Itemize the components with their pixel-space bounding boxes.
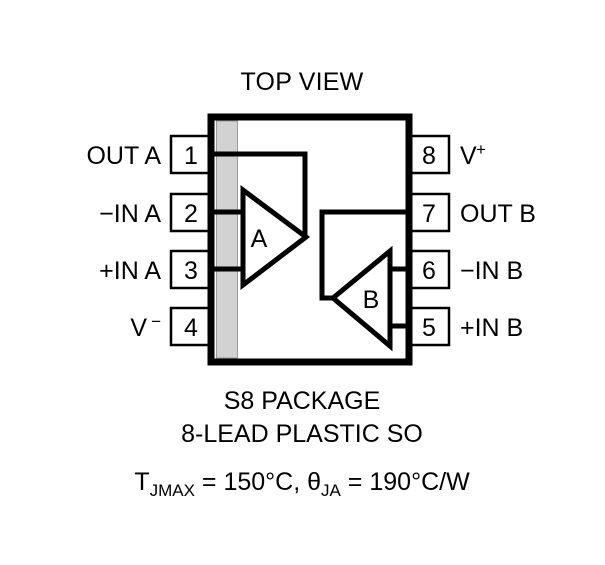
caption-thermal-spec: TJMAX = 150°C, θJA = 190°C/W (134, 468, 470, 500)
pin-label-neg-in-a: −IN A (99, 200, 161, 228)
pin-box-8: 8 (407, 134, 451, 175)
thermal-value-1: 150°C, (223, 468, 300, 496)
pin-box-3: 3 (169, 249, 213, 290)
diagram-title: TOP VIEW (241, 68, 364, 96)
pin-number-8: 8 (422, 142, 436, 170)
pin-label-v-minus: − (151, 312, 161, 331)
amplifier-b: B (329, 245, 393, 352)
pin-number-3: 3 (184, 257, 198, 285)
trace-pin7-to-amp-b-output (319, 209, 409, 301)
amplifier-a-label: A (251, 225, 268, 253)
thermal-sub-jmax: JMAX (150, 481, 195, 500)
pin-label-out-a: OUT A (86, 142, 161, 170)
pin-box-group-left: 1 2 3 4 (169, 134, 213, 347)
thermal-symbol-theta: θ (307, 468, 321, 496)
amplifier-a-traces (211, 151, 308, 272)
pin-number-1: 1 (184, 142, 198, 170)
pin-box-6: 6 (407, 249, 451, 290)
caption-package-name: S8 PACKAGE (224, 387, 381, 415)
pin-box-7: 7 (407, 192, 451, 233)
pin-label-v-plus: + (476, 140, 486, 159)
pin-label-neg-in-b: −IN B (460, 257, 523, 285)
thermal-symbol-tjmax: T (134, 468, 149, 496)
pin-box-8-rect (407, 134, 451, 175)
pin-box-group-right: 8 7 6 5 (407, 134, 451, 347)
caption-package-type: 8-LEAD PLASTIC SO (181, 420, 423, 448)
pin-number-5: 5 (422, 314, 436, 342)
thermal-sub-ja: JA (321, 481, 342, 500)
package-notch-strip (216, 120, 238, 359)
pin-box-4: 4 (169, 306, 213, 347)
pin-number-4: 4 (184, 314, 198, 342)
amplifier-b-label: B (363, 286, 380, 314)
pin-box-2-rect (169, 192, 213, 233)
thermal-value-2: 190°C/W (369, 468, 470, 496)
pin-box-3-rect (169, 249, 213, 290)
thermal-separator (300, 468, 307, 496)
pin-label-v-minus-base: V (130, 314, 147, 342)
amplifier-a: A (240, 185, 311, 291)
pin-label-pos-in-a: +IN A (99, 257, 161, 285)
pin-label-v-plus-base: V (460, 142, 477, 170)
pin-box-1-rect (169, 134, 213, 175)
pin-number-2: 2 (184, 200, 198, 228)
pin-box-5: 5 (407, 306, 451, 347)
pin-box-6-rect (407, 249, 451, 290)
pin-number-6: 6 (422, 257, 436, 285)
pin-label-group-right: V + OUT B −IN B +IN B (460, 140, 536, 342)
thermal-equals-2: = (341, 468, 370, 496)
pin-label-out-b: OUT B (460, 200, 536, 228)
pin-box-2: 2 (169, 192, 213, 233)
amplifier-b-triangle (329, 245, 393, 352)
pin-box-1: 1 (169, 134, 213, 175)
thermal-equals-1: = (195, 468, 224, 496)
pin-number-7: 7 (422, 200, 436, 228)
pin-label-pos-in-b: +IN B (460, 314, 523, 342)
trace-pin1-to-amp-a-output (211, 151, 308, 237)
pin-label-group-left: OUT A −IN A +IN A − V (86, 142, 161, 342)
amplifier-a-triangle (240, 185, 311, 291)
